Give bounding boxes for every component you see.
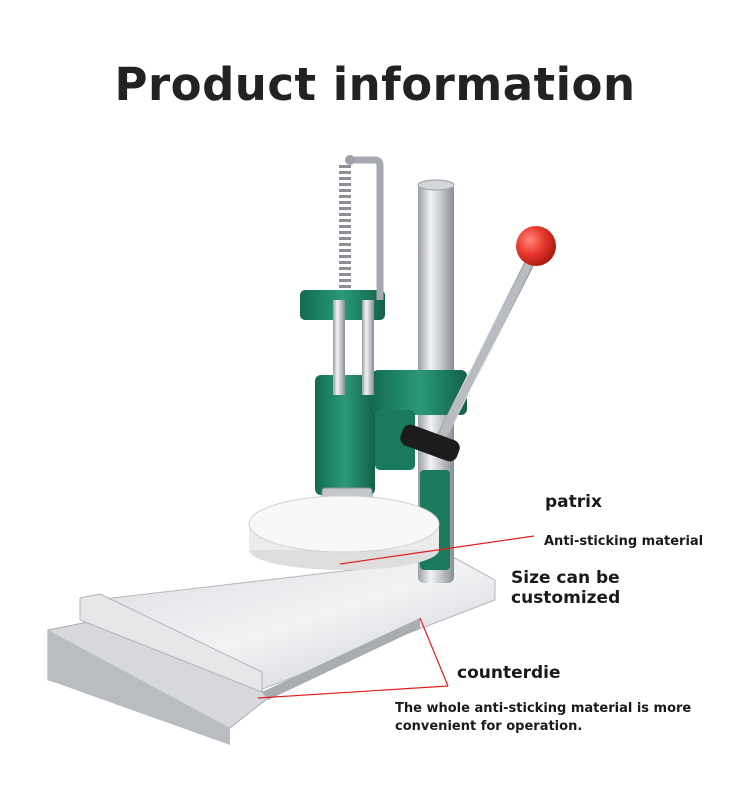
- leader-line-counterdie-down: [419, 617, 449, 687]
- label-size-line-1: Size can be: [511, 568, 620, 588]
- label-whole-line-2: convenient for operation.: [395, 719, 583, 734]
- leader-line-patrix: [339, 535, 535, 565]
- label-patrix: patrix: [545, 492, 602, 512]
- page-title: Product information: [114, 58, 636, 111]
- label-whole-anti-sticking: The whole anti-sticking material is more…: [395, 700, 691, 736]
- label-whole-line-1: The whole anti-sticking material is more: [395, 701, 692, 716]
- lever-handle: [400, 226, 556, 462]
- return-spring: [339, 155, 384, 300]
- red-knob: [516, 226, 556, 266]
- base-tray: [47, 557, 496, 745]
- label-anti-sticking: Anti-sticking material: [544, 534, 704, 549]
- label-counterdie: counterdie: [457, 663, 561, 683]
- patrix-disc: [248, 495, 440, 570]
- label-size-line-2: customized: [511, 588, 621, 608]
- label-size-customized: Size can be customized: [511, 568, 620, 608]
- leader-line-counterdie: [257, 685, 449, 699]
